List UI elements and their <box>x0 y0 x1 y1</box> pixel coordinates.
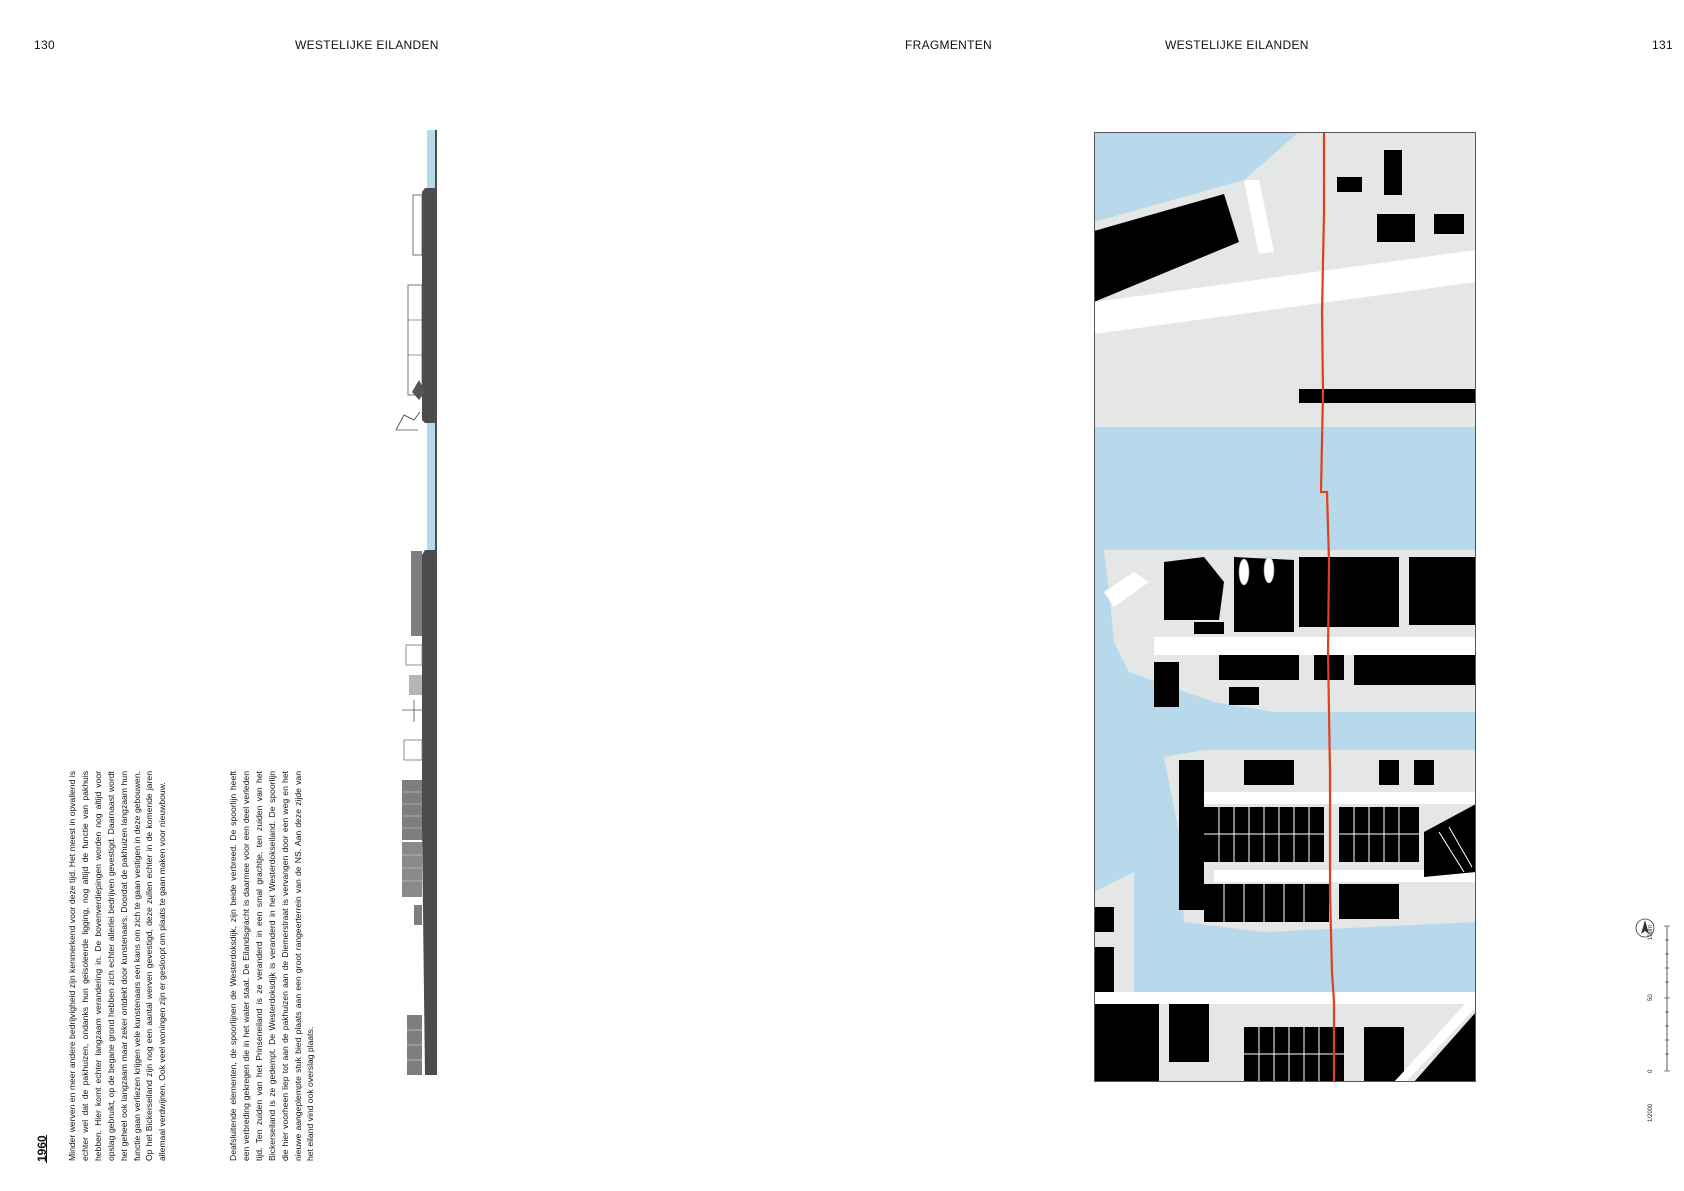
map-frame <box>1094 132 1476 1082</box>
map-quay-bar <box>1299 389 1476 403</box>
section-block-7 <box>414 905 422 925</box>
section-block-2 <box>405 644 423 666</box>
page-number-left: 130 <box>34 38 55 52</box>
year-marker: 1960 <box>33 1135 51 1162</box>
running-title-left: WESTELIJKE EILANDEN <box>295 38 439 52</box>
site-plan-map <box>1094 132 1476 1082</box>
section-shed <box>407 284 423 396</box>
year-rule <box>46 1135 47 1163</box>
scale-label-0: 0 <box>1648 1069 1654 1073</box>
section-block-5 <box>402 780 422 840</box>
scale-label-100: 100m <box>1648 924 1654 940</box>
section-block-3 <box>409 675 422 695</box>
section-block-4 <box>403 739 423 761</box>
map-street-middle <box>1154 637 1476 655</box>
section-tower <box>412 194 423 256</box>
section-block-6 <box>402 842 422 897</box>
page-number-right: 131 <box>1652 38 1673 52</box>
north-arrow-icon <box>1635 918 1655 938</box>
route-line <box>1319 132 1336 1082</box>
scale-ratio: 1/2000 <box>1648 1103 1654 1122</box>
section-strip <box>395 130 437 1075</box>
map-warehouse-nw <box>1094 194 1239 302</box>
body-paragraph-1: Minder werven en meer andere bedrijvighe… <box>67 771 168 1161</box>
section-title: FRAGMENTEN <box>905 38 992 52</box>
body-column-1: Minder werven en meer andere bedrijvighe… <box>66 771 180 1161</box>
section-crane-cabin <box>412 380 425 400</box>
section-crane-arm <box>395 411 421 431</box>
section-warehouse-2 <box>422 550 437 1075</box>
running-title-right: WESTELIJKE EILANDEN <box>1165 38 1309 52</box>
north-arrow-scale <box>1635 918 1670 1072</box>
section-warehouse-1 <box>422 188 437 423</box>
body-column-2: Deafsluitende elementen, de spoorlijnen … <box>227 771 328 1161</box>
map-road-north <box>1094 250 1476 334</box>
section-block-1 <box>411 551 422 636</box>
map-street-south <box>1199 792 1476 804</box>
body-paragraph-2: Deafsluitende elementen, de spoorlijnen … <box>228 771 316 1161</box>
scale-label-50: 50 <box>1648 994 1654 1001</box>
